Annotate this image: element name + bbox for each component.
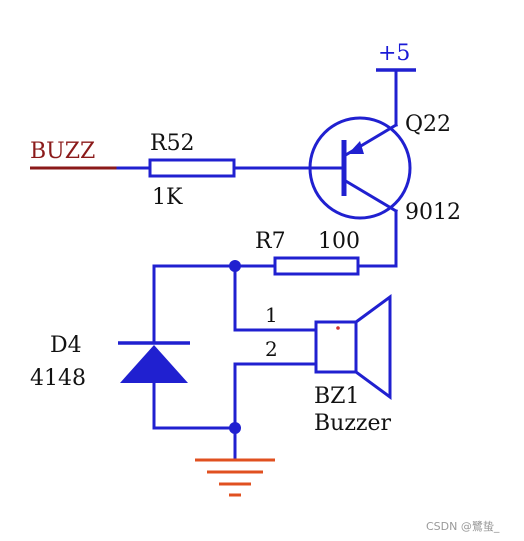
bz1-name-label: Buzzer	[314, 411, 392, 436]
bz1-marker-dot	[336, 326, 340, 330]
bz1-ref-label: BZ1	[314, 384, 359, 409]
bz1-body	[314, 320, 358, 374]
q22-collector-lead	[341, 177, 399, 214]
r7-body	[273, 256, 360, 276]
d4-part-label: 4148	[30, 366, 86, 391]
buzz-net-label: BUZZ	[30, 139, 95, 164]
pin2-label: 2	[265, 337, 278, 361]
q22-body	[308, 116, 412, 220]
q22-part-label: 9012	[405, 200, 461, 225]
r7-ref-label: R7	[255, 229, 286, 254]
bz1-horn	[354, 294, 392, 400]
r7-value-label: 100	[318, 229, 360, 254]
d4-ref-label: D4	[50, 333, 82, 358]
r52-body	[148, 158, 236, 178]
d4-triangle	[120, 345, 188, 383]
q22-ref-label: Q22	[405, 112, 451, 137]
ground-icon	[195, 458, 275, 497]
supply-label: +5	[378, 41, 410, 66]
q22-emitter-arrow	[348, 141, 364, 154]
r52-ref-label: R52	[150, 131, 195, 156]
r52-value-label: 1K	[152, 185, 183, 210]
csdn-watermark: CSDN @鷺蛰_	[426, 519, 500, 533]
pin1-label: 1	[265, 303, 278, 327]
